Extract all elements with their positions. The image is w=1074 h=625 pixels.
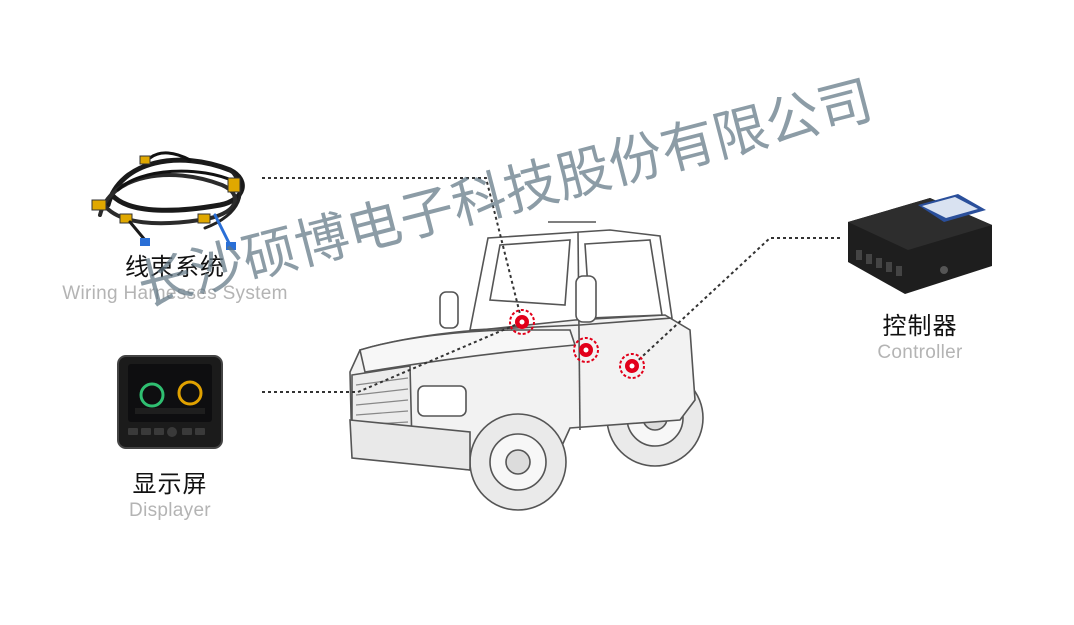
controller-label: 控制器 Controller xyxy=(850,312,990,364)
wiring-harness-name-en: Wiring Harnesses System xyxy=(62,283,288,304)
hotspot-marker-icon xyxy=(573,337,599,363)
display-name-zh: 显示屏 xyxy=(132,471,208,498)
connector-line-display xyxy=(262,321,523,393)
controller-name-zh: 控制器 xyxy=(882,313,958,340)
controller-box-icon xyxy=(848,194,992,294)
display-device-icon xyxy=(117,355,223,449)
hotspot-marker-icon xyxy=(619,353,645,379)
controller-name-en: Controller xyxy=(877,342,963,363)
wiring-harness-label: 线束系统 Wiring Harnesses System xyxy=(30,253,320,305)
display-name-en: Displayer xyxy=(129,500,211,521)
tractor-vehicle-icon xyxy=(349,221,704,511)
connector-line-harness xyxy=(262,177,523,323)
wiring-harness-icon xyxy=(91,151,245,250)
hotspot-marker-icon xyxy=(509,309,535,335)
wiring-harness-name-zh: 线束系统 xyxy=(125,254,225,281)
display-label: 显示屏 Displayer xyxy=(100,470,240,522)
